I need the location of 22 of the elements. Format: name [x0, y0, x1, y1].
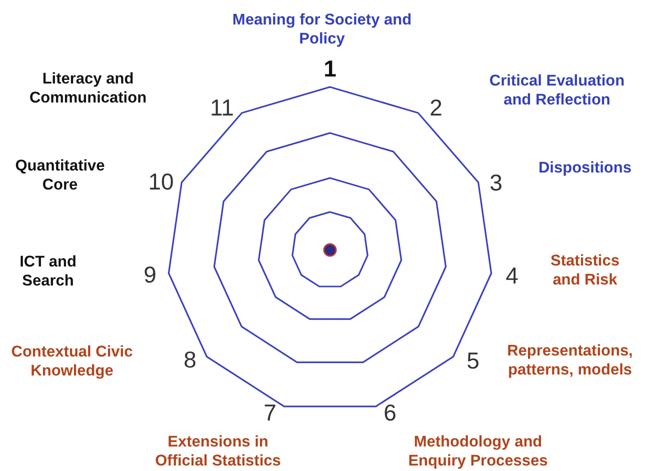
- axis-number: 7: [264, 398, 276, 428]
- axis-number: 3: [490, 168, 502, 198]
- axis-label: Critical Evaluation and Reflection: [488, 72, 626, 110]
- axis-number: 4: [506, 262, 518, 290]
- axis-label: Statistics and Risk: [550, 252, 620, 290]
- axis-label: Dispositions: [537, 158, 632, 178]
- axis-number: 1: [324, 54, 336, 84]
- axis-label: Quantitative Core: [14, 156, 106, 196]
- axis-label: Contextual Civic Knowledge: [10, 342, 134, 382]
- axis-label: Representations, patterns, models: [506, 342, 634, 380]
- axis-label: Extensions in Official Statistics: [154, 432, 282, 471]
- axis-label: ICT and Search: [18, 252, 78, 292]
- axis-label: Methodology and Enquiry Processes: [407, 432, 549, 471]
- axis-label: Literacy and Communication: [28, 70, 148, 108]
- axis-number: 11: [210, 94, 234, 122]
- axis-number: 9: [144, 260, 156, 290]
- axis-number: 2: [430, 94, 442, 122]
- axis-number: 10: [148, 168, 174, 196]
- axis-number: 8: [184, 346, 196, 374]
- axis-number: 6: [384, 398, 396, 428]
- axis-label: Meaning for Society and Policy: [231, 10, 413, 50]
- axis-number: 5: [466, 346, 480, 376]
